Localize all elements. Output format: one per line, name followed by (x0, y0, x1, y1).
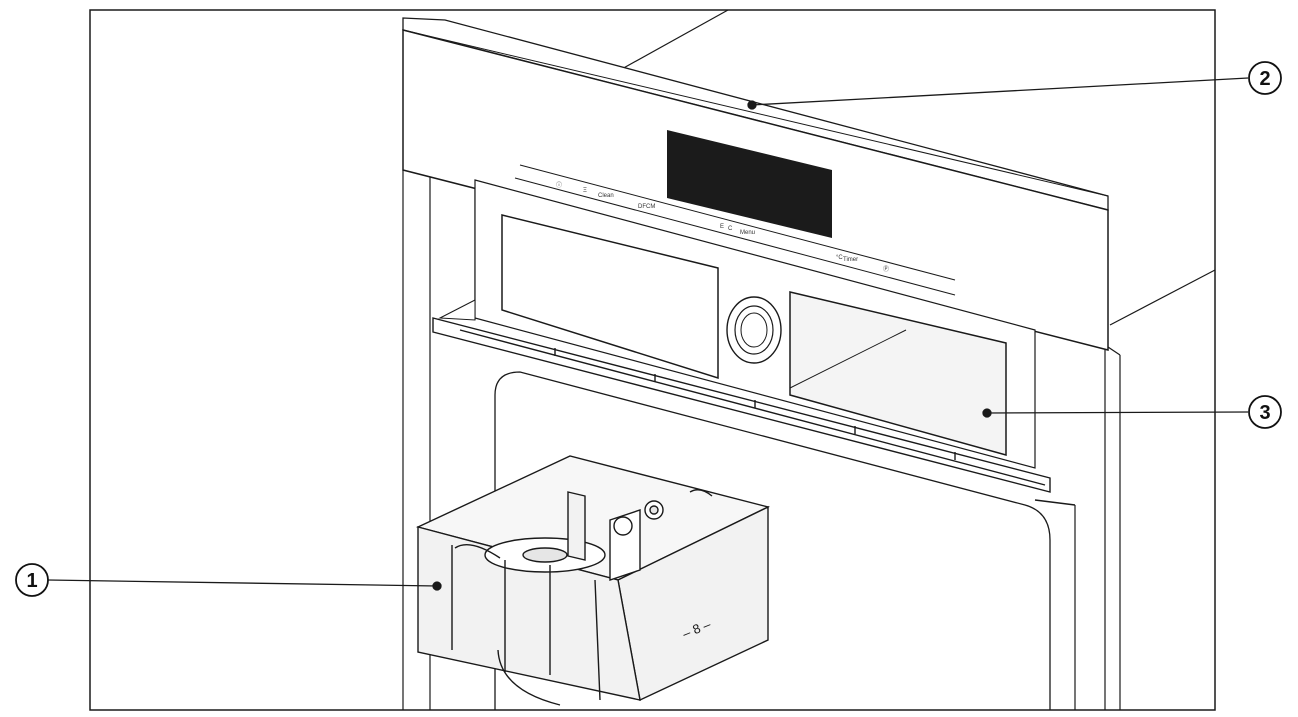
panel-label-p: Ⓟ (883, 265, 889, 273)
panel-label-power: ⓘ (556, 181, 562, 189)
display-screen (667, 130, 832, 238)
lower-cavity (494, 371, 1051, 710)
diagram-frame (89, 9, 1216, 711)
panel-label-e: E (720, 224, 724, 230)
panel-label-dfcm: DFCM (638, 204, 655, 210)
rotary-knob (726, 296, 782, 364)
fascia-top-edge (402, 17, 1109, 211)
callout-leaders (47, 77, 1249, 591)
front-rail (432, 317, 1076, 506)
callout-1: 1 (15, 563, 49, 597)
panel-label-1: Ξ (583, 188, 587, 194)
callout-3: 3 (1248, 395, 1282, 429)
callout-2: 2 (1248, 61, 1282, 95)
panel-label-timer: Timer (843, 257, 858, 263)
panel-label-temp: °C (836, 255, 843, 261)
panel-label-menu: Menu (740, 230, 755, 236)
upper-cavity (438, 179, 1036, 469)
svg-text:2: 2 (1259, 68, 1270, 90)
svg-text:1: 1 (26, 570, 37, 592)
control-panel: ⓘ Ξ Clean DFCM E C Menu °C Timer Ⓟ (402, 17, 1109, 351)
panel-label-c: C (728, 226, 733, 232)
svg-text:3: 3 (1259, 402, 1270, 424)
water-tank: – 8 – (415, 455, 771, 706)
panel-label-clean: Clean (598, 193, 614, 199)
glass-pane-right (789, 291, 1007, 456)
glass-pane-left (501, 214, 719, 380)
